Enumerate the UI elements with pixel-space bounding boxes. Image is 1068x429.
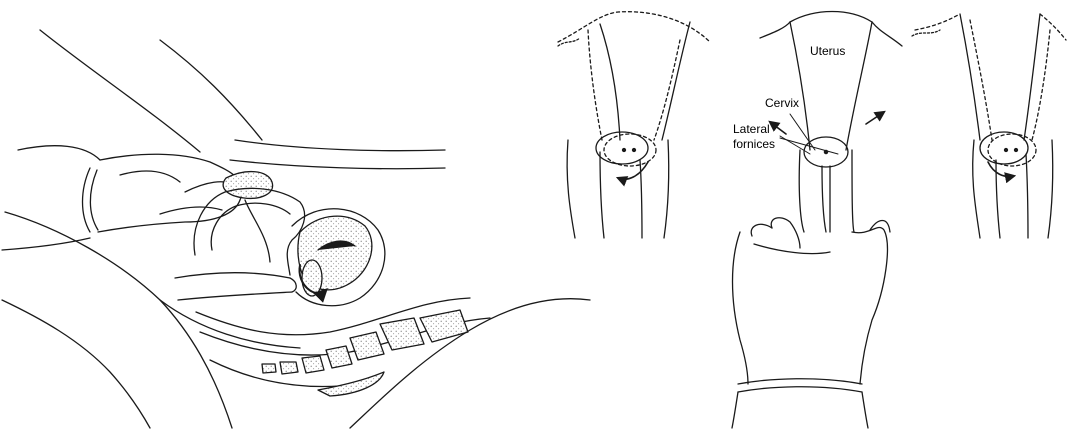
fimbria xyxy=(912,30,940,36)
thigh-outline xyxy=(5,212,232,428)
uterus-tilt-right-diagram xyxy=(912,14,1066,238)
vertebra xyxy=(380,318,424,350)
uterus-center-diagram: Uterus Cervix Lateral fornices xyxy=(732,12,902,429)
vertebra xyxy=(262,364,276,373)
os-dot xyxy=(1005,149,1008,152)
label-cervix: Cervix xyxy=(765,96,799,110)
finger-left xyxy=(973,140,980,238)
finger-right xyxy=(1048,140,1053,238)
finger-left xyxy=(600,152,604,238)
vesico-uterine xyxy=(245,200,270,262)
coccyx xyxy=(318,372,384,396)
examining-hand xyxy=(732,150,890,428)
fallopian-tube xyxy=(915,14,960,30)
label-uterus: Uterus xyxy=(810,44,845,58)
vertebra xyxy=(326,346,352,368)
wrist xyxy=(18,146,100,160)
uterus-tilt-left-diagram xyxy=(558,12,710,238)
cervix-circle xyxy=(980,132,1028,164)
arrow-up-left xyxy=(770,122,786,134)
knuckle-line xyxy=(754,244,830,254)
uterus-outline-solid xyxy=(662,22,690,140)
vertebra xyxy=(420,310,468,342)
forearm xyxy=(732,392,738,428)
hand-thumb xyxy=(120,171,180,182)
arrow-up-right xyxy=(866,112,884,124)
vertebra xyxy=(350,332,384,360)
forearm-lower xyxy=(2,238,90,250)
abdominal-wall xyxy=(235,140,445,151)
label-lateral: Lateral xyxy=(733,122,770,136)
bladder xyxy=(223,172,272,199)
curled-finger xyxy=(771,218,800,248)
os-dot xyxy=(1015,149,1018,152)
tube-left xyxy=(760,22,790,38)
palm xyxy=(733,232,749,384)
fallopian-tube xyxy=(558,12,710,42)
uterus-outline-dashed xyxy=(1032,30,1050,140)
uterus-outline-solid xyxy=(960,14,980,140)
middle-finger xyxy=(852,150,854,232)
fallopian-tube xyxy=(1040,14,1066,40)
uterus-fundus xyxy=(790,12,872,23)
abdominal-wall-2 xyxy=(230,160,445,169)
wrist-cuff xyxy=(738,387,862,392)
glove-cuff xyxy=(83,168,91,232)
thumb xyxy=(870,221,890,233)
exam-finger-lower xyxy=(178,292,292,300)
uterus-outline-dashed xyxy=(654,40,680,140)
uterus-right-wall xyxy=(846,22,872,150)
uterus-outline-dashed xyxy=(588,30,602,140)
sagittal-section-panel xyxy=(2,30,590,428)
wrist-cuff xyxy=(738,379,862,384)
vertebra xyxy=(280,362,298,374)
cervix-circle-dashed xyxy=(988,134,1036,166)
finger-left xyxy=(567,140,575,238)
uterus-outline-dashed xyxy=(970,20,992,140)
uterus-inner xyxy=(211,203,290,250)
forearm-upper xyxy=(40,30,200,152)
finger-right xyxy=(1026,154,1028,238)
exam-finger-tip xyxy=(290,278,296,292)
exam-finger-upper xyxy=(175,273,290,278)
finger-right xyxy=(664,140,669,238)
curled-finger xyxy=(751,224,772,236)
hand-finger-2 xyxy=(160,207,222,214)
vertebra xyxy=(302,356,324,373)
body-wall-outline xyxy=(2,300,150,428)
uterus-outline-solid xyxy=(600,24,620,140)
uterus-left-wall xyxy=(790,22,810,150)
os-dot xyxy=(633,149,636,152)
uterus-outline-solid xyxy=(1024,14,1040,140)
fimbria xyxy=(558,38,580,46)
forearm xyxy=(862,392,868,428)
os-dot xyxy=(623,149,626,152)
label-fornices: fornices xyxy=(733,137,775,151)
abdominal-wall-upper xyxy=(160,40,262,140)
hand-palm xyxy=(98,154,242,232)
glove-cuff-line xyxy=(90,170,98,230)
back-outline xyxy=(350,299,590,428)
index-finger xyxy=(799,150,804,232)
uterus-outer xyxy=(194,188,305,275)
abdominal-hand xyxy=(2,30,242,250)
palm-right xyxy=(852,227,887,384)
index-finger xyxy=(822,166,826,232)
tube-right xyxy=(872,22,902,46)
